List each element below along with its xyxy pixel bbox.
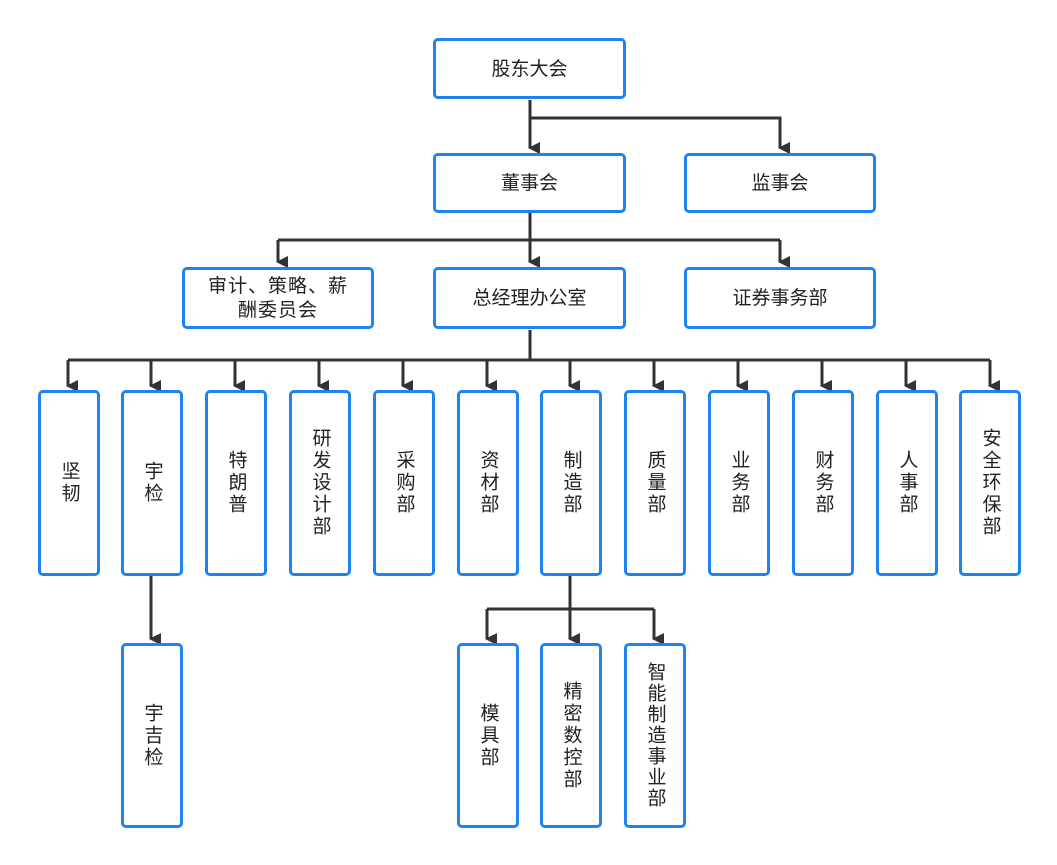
node-label: 股东大会: [491, 57, 568, 80]
node-yujian: 宇检: [121, 390, 183, 576]
node-label: 人事部: [896, 450, 919, 516]
node-supervisors: 监事会: [684, 153, 876, 213]
node-label: 审计、策略、薪酬委员会: [207, 275, 348, 321]
node-audit-committee: 审计、策略、薪酬委员会: [182, 267, 374, 329]
node-purchasing: 采购部: [373, 390, 435, 576]
node-label: 宇检: [141, 461, 164, 505]
node-shareholders: 股东大会: [433, 38, 626, 99]
node-label: 制造部: [560, 450, 583, 516]
node-label: 模具部: [477, 702, 500, 769]
node-label: 安全环保部: [979, 428, 1002, 538]
node-business: 业务部: [708, 390, 770, 576]
node-label: 总经理办公室: [472, 287, 587, 309]
node-safety-env: 安全环保部: [959, 390, 1021, 576]
node-board: 董事会: [433, 153, 626, 213]
node-label: 资材部: [477, 450, 500, 516]
node-rd: 研发设计部: [289, 390, 351, 576]
node-smart-mfg: 智能制造事业部: [624, 643, 686, 828]
node-quality: 质量部: [624, 390, 686, 576]
node-label: 智能制造事业部: [644, 662, 667, 809]
node-gm-office: 总经理办公室: [433, 267, 626, 329]
node-jianren: 坚韧: [38, 390, 100, 576]
node-yujijian: 宇吉检: [121, 643, 183, 828]
node-finance: 财务部: [792, 390, 854, 576]
node-manufacturing: 制造部: [540, 390, 602, 576]
node-label: 宇吉检: [141, 702, 164, 769]
node-telangpu: 特朗普: [205, 390, 267, 576]
node-label: 研发设计部: [309, 428, 332, 538]
node-label: 坚韧: [58, 461, 81, 505]
node-label: 特朗普: [225, 450, 248, 516]
node-label: 财务部: [812, 450, 835, 516]
node-label: 证券事务部: [732, 287, 828, 309]
node-securities: 证券事务部: [684, 267, 876, 329]
node-label: 采购部: [393, 450, 416, 516]
node-label: 业务部: [728, 450, 751, 516]
node-materials: 资材部: [457, 390, 519, 576]
node-label: 精密数控部: [560, 680, 583, 791]
node-label: 董事会: [500, 172, 558, 194]
node-mold: 模具部: [457, 643, 519, 828]
node-label: 质量部: [644, 450, 667, 516]
connector-line: [530, 116, 790, 154]
node-cnc: 精密数控部: [540, 643, 602, 828]
node-hr: 人事部: [876, 390, 938, 576]
node-label: 监事会: [751, 172, 809, 194]
